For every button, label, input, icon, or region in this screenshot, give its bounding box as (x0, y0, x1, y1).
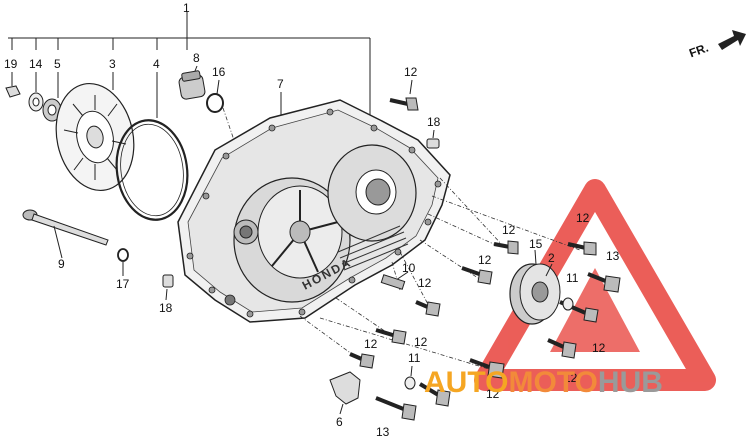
callout-16: 16 (212, 65, 226, 79)
callout-11b: 11 (408, 351, 421, 365)
oil-seal-14-part (28, 72, 44, 112)
watermark-moto: MOTO (508, 366, 597, 399)
bolt-19-part (5, 72, 21, 98)
callout-12d: 12 (478, 253, 492, 267)
callout-12b: 12 (576, 211, 590, 225)
callout-4: 4 (153, 57, 160, 71)
dowel-18-top (426, 129, 440, 149)
watermark-hub: HUB (598, 366, 663, 399)
callout-18a: 18 (427, 115, 441, 129)
cap-8-part (178, 65, 206, 100)
pulley-15-part (509, 249, 561, 325)
callout-17: 17 (116, 277, 130, 291)
callout-12i: 12 (564, 371, 578, 385)
leader-lines (299, 177, 581, 371)
watermark-text: AUTOMOTOHUB (424, 366, 663, 399)
callout-12e: 12 (418, 276, 432, 290)
callout-3: 3 (109, 57, 116, 71)
callout-13b: 13 (376, 425, 390, 439)
bearing-5-part (42, 72, 62, 122)
oring-17-part (117, 248, 129, 276)
washer-11-right (562, 297, 574, 311)
callout-5: 5 (54, 57, 61, 71)
callout-12f: 12 (592, 341, 606, 355)
callout-15: 15 (529, 237, 543, 251)
svg-text:AUTOMOTOHUB: AUTOMOTOHUB (424, 366, 663, 399)
callout-12a: 12 (404, 65, 418, 79)
direction-arrow: FR. (687, 30, 746, 60)
watermark-auto: AUTO (424, 366, 508, 399)
callout-12c: 12 (502, 223, 516, 237)
hardware-right (349, 240, 621, 421)
callout-9: 9 (58, 257, 65, 271)
oring-16-part (206, 79, 224, 113)
crankcase-cover-7-part (177, 92, 451, 323)
bolt-12-top (389, 79, 419, 111)
filter-plate-3-part (55, 72, 135, 192)
washer-11-bottom (404, 365, 416, 390)
callout-6: 6 (336, 415, 343, 429)
bracket-6-part (329, 371, 361, 415)
sensor-10-part (380, 271, 409, 290)
dipstick-9-part (22, 209, 109, 259)
callout-14: 14 (29, 57, 43, 71)
callout-7: 7 (277, 77, 284, 91)
dowel-18-left (162, 274, 174, 301)
callout-2: 2 (548, 251, 555, 265)
callout-19: 19 (4, 57, 18, 71)
gasket-4-part (115, 72, 189, 221)
callout-12g: 12 (414, 335, 428, 349)
callout-18b: 18 (159, 301, 173, 315)
callout-12j: 12 (486, 387, 500, 401)
callout-1: 1 (183, 1, 190, 15)
callout-8: 8 (193, 51, 200, 65)
callout-12h: 12 (364, 337, 378, 351)
direction-label: FR. (687, 41, 710, 61)
callout-bracket-1 (8, 12, 371, 120)
callout-10: 10 (402, 261, 416, 275)
callout-labels: 1 19 14 5 3 4 8 16 7 12 18 12 12 15 2 13… (4, 1, 620, 439)
callout-11a: 11 (566, 271, 579, 285)
callout-13a: 13 (606, 249, 620, 263)
